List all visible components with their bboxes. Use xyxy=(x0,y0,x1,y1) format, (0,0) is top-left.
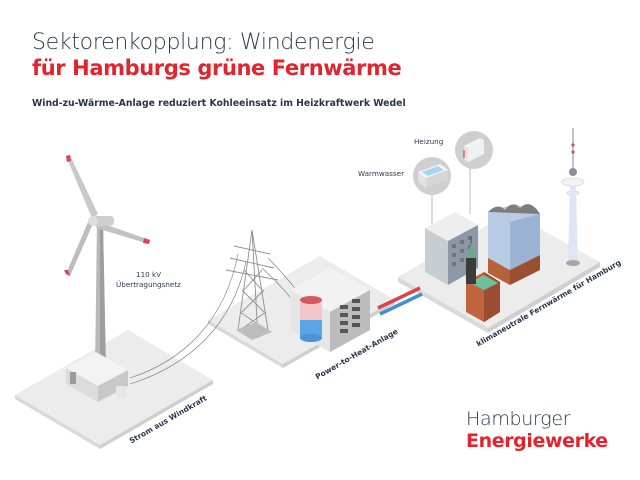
page-subtitle: Wind-zu-Wärme-Anlage reduziert Kohleeins… xyxy=(32,98,406,109)
hamburger-energiewerke-logo: Hamburger Energiewerke xyxy=(466,408,608,452)
st-michaelis-church xyxy=(466,236,500,322)
hot-water-icon xyxy=(413,157,451,195)
page-title-line1: Sektorenkopplung: Windenergie xyxy=(32,30,375,55)
voltage-label: 110 kV xyxy=(136,270,162,279)
district-heating-pipes xyxy=(377,286,423,316)
heating-radiator-icon xyxy=(455,131,493,169)
hot-water-label: Warmwasser xyxy=(358,169,405,178)
pylon-base xyxy=(236,322,272,340)
logo-line2: Energiewerke xyxy=(466,430,608,452)
logo-line1: Hamburger xyxy=(466,408,571,430)
power-to-heat-building xyxy=(290,268,370,352)
page-title-line2: für Hamburgs grüne Fernwärme xyxy=(32,56,402,80)
wind-turbine xyxy=(64,155,150,402)
tv-tower xyxy=(561,128,585,266)
heating-label: Heizung xyxy=(414,137,444,146)
transmission-net-label: Übertragungsnetz xyxy=(116,280,181,289)
elbphilharmonie xyxy=(488,204,540,285)
